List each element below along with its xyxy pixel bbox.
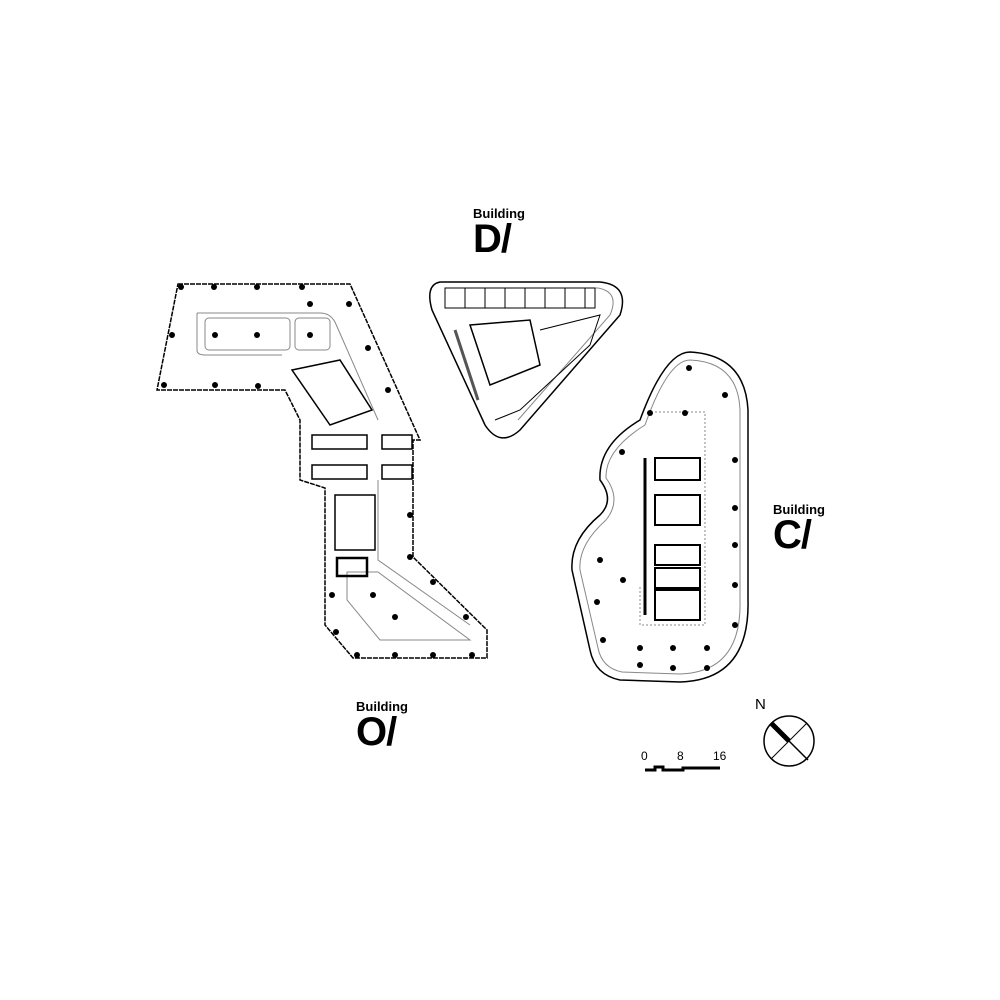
north-arrow-icon <box>763 715 815 767</box>
building-o-plan <box>156 283 488 659</box>
building-c-plan <box>571 351 749 683</box>
north-label: N <box>755 696 766 713</box>
building-d-plan <box>429 281 624 439</box>
building-c-core <box>643 457 701 621</box>
building-o-label: Building O/ <box>356 700 408 752</box>
scale-tick-0: 0 <box>641 749 648 763</box>
scale-tick-8: 8 <box>677 749 684 763</box>
scale-tick-16: 16 <box>713 749 727 763</box>
building-c-outline <box>571 351 749 683</box>
building-c-prefix: Building <box>773 502 825 517</box>
building-c-columns <box>594 365 738 671</box>
building-c-name: C/ <box>773 513 812 557</box>
building-o-outline <box>156 283 488 659</box>
building-o-core <box>290 359 413 578</box>
building-d-units <box>444 287 601 421</box>
building-d-label: Building D/ <box>473 207 525 259</box>
building-o-columns <box>161 284 475 658</box>
building-c-label: Building C/ <box>773 503 825 555</box>
building-d-prefix: Building <box>473 206 525 221</box>
building-o-zone <box>204 317 291 351</box>
building-d-name: D/ <box>473 217 512 261</box>
building-o-prefix: Building <box>356 699 408 714</box>
building-o-circulation-path <box>196 312 472 641</box>
building-o-name: O/ <box>356 710 397 754</box>
scale-bar <box>645 765 720 772</box>
building-d-outline <box>429 281 624 439</box>
building-o-zone <box>294 317 331 351</box>
